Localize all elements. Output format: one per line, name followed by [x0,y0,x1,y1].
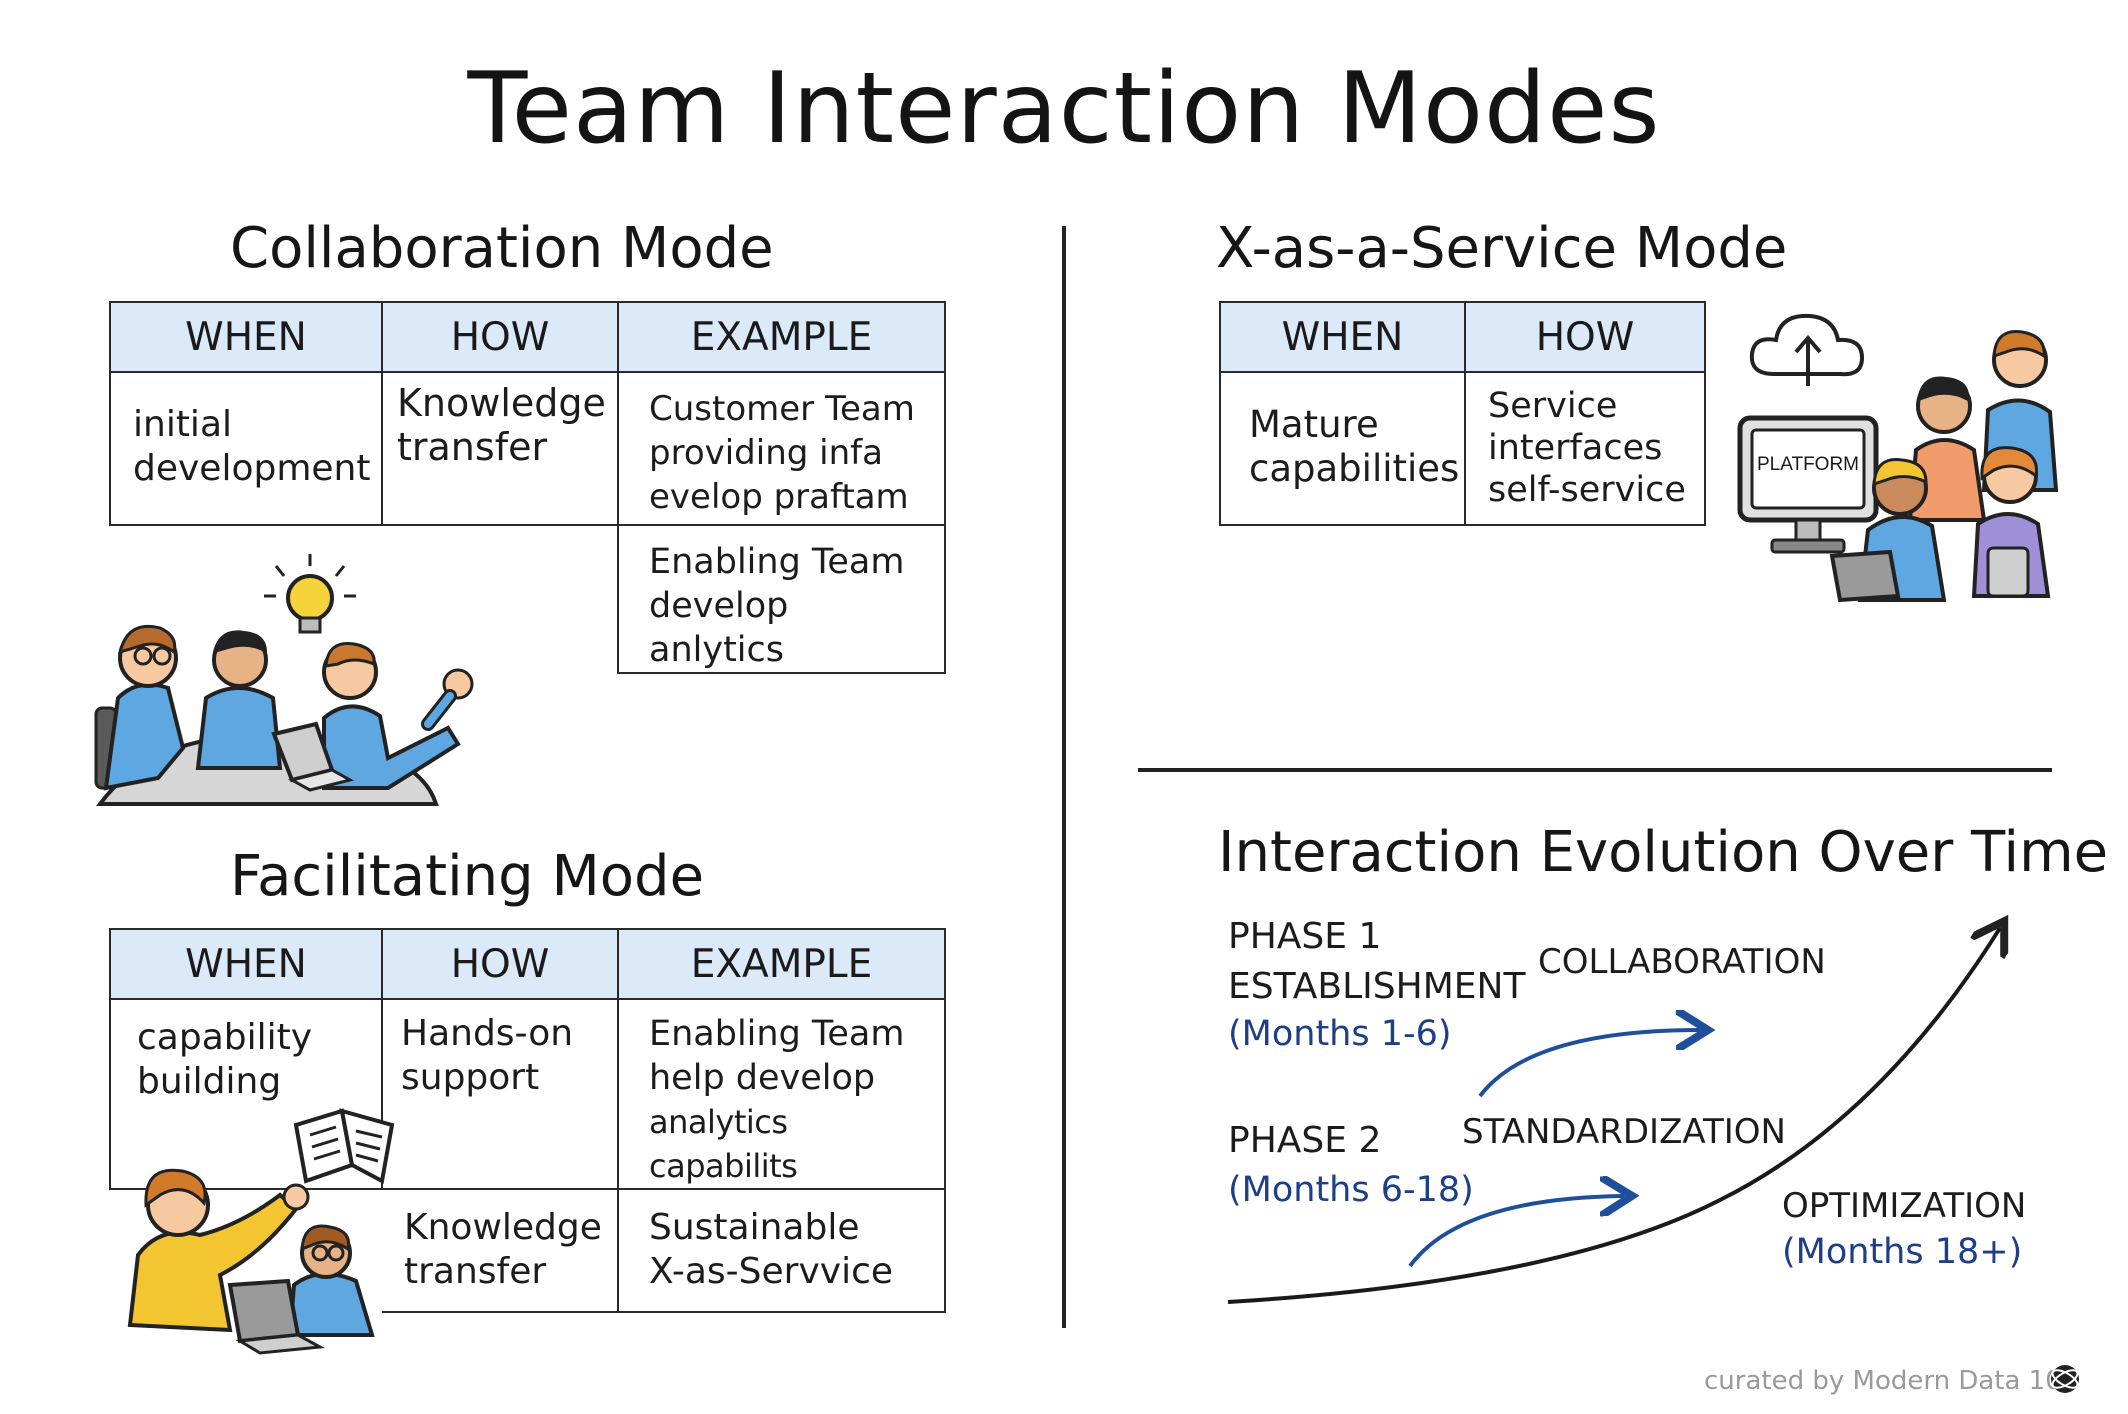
xaas-how-cell: Service interfaces self-service [1464,371,1706,526]
laptop-icon [227,1278,325,1355]
facil-how2-line: Knowledge [404,1207,602,1248]
collab-example-line: Customer Team [649,389,915,429]
phase1-months: (Months 1-6) [1228,1014,1452,1054]
xaas-how-line: interfaces [1488,428,1663,468]
facil-example-line: Enabling Team [649,1014,905,1054]
facil-header-when: WHEN [109,928,383,1000]
page-title: Team Interaction Modes [467,52,1661,166]
xaas-when-line: capabilities [1249,447,1460,490]
collab-how-line: Knowledge [397,381,606,425]
facil-when-cell: capability building [109,998,383,1190]
person-mentor [127,1168,310,1333]
xaas-when-cell: Mature capabilities [1219,371,1466,526]
facil-example2-line: Sustainable [649,1207,860,1248]
collaboration-arrow [1478,1030,1700,1098]
evolution-curve [1227,900,2060,1304]
collaboration-team-illustration [94,554,474,806]
facilitating-illustration [127,1108,395,1355]
person-middle [195,630,283,770]
collab-header-example: EXAMPLE [617,301,946,373]
phase2-label: PHASE 2 [1228,1120,1382,1161]
facilitating-table: WHEN HOW EXAMPLE capability building Han… [109,928,946,1313]
facil-example-cell: Enabling Team help develop analytics cap… [617,998,946,1190]
collab-when-cell: initial development [109,371,383,526]
evolution-heading: Interaction Evolution Over Time [1218,820,2109,885]
facil-header-how: HOW [381,928,619,1000]
book-icon [293,1108,395,1185]
xaas-how-line: self-service [1488,470,1686,510]
standardization-label: STANDARDIZATION [1462,1112,1786,1152]
laptop-icon [1829,549,1901,603]
xaas-when-line: Mature [1249,403,1379,446]
horizontal-divider [1138,768,2052,772]
facil-how2-cell: Knowledge transfer [382,1188,619,1313]
facil-how2-line: transfer [404,1251,547,1292]
collab-example-cell: Customer Team providing infa evelop praf… [617,371,946,526]
platform-label: PLATFORM [1757,454,1859,475]
xaas-header-how: HOW [1464,301,1706,373]
collaboration-table: WHEN HOW EXAMPLE initial development Kno… [109,301,946,674]
collab-example-line: providing infa [649,433,883,473]
facil-how-line: support [401,1057,540,1098]
collab-when-line: development [133,448,371,489]
xaas-how-line: Service [1488,386,1618,426]
facil-example-line: analytics capabilits [649,1103,798,1185]
monitor-icon: PLATFORM [1737,415,1879,554]
facil-how-line: Hands-on [401,1013,574,1054]
globe-icon [2051,1365,2079,1393]
optimization-months: (Months 18+) [1782,1232,2023,1272]
collab-example-line: evelop praftam [649,477,909,517]
facil-when-line: capability [137,1017,313,1058]
collab-how-cell: Knowledge transfer [381,371,619,526]
collaboration-heading: Collaboration Mode [230,216,774,281]
collab-header-when: WHEN [109,301,383,373]
growth-arrow [1227,928,2000,1304]
phase1-label: PHASE 1 [1228,916,1382,957]
facil-when-line: building [137,1061,282,1102]
xaas-table: WHEN HOW Mature capabilities Service int… [1219,301,1706,526]
phase2-months: (Months 6-18) [1228,1170,1474,1210]
platform-illustration: PLATFORM [1737,313,2059,603]
collab-when-line: initial [133,404,232,445]
collab-example2-line: develop anlytics [649,586,789,670]
cloud-upload-icon [1749,313,1865,386]
collab-how-line: transfer [397,425,548,469]
tablet-icon [1986,546,2030,598]
person-learner [287,1224,375,1337]
collab-header-how: HOW [381,301,619,373]
facil-example2-cell: Sustainable X-as-Servvice [617,1188,946,1313]
phase1-name: ESTABLISHMENT [1228,966,1526,1007]
person-orange [1907,376,1987,522]
facil-example2-line: X-as-Servvice [649,1251,894,1292]
xaas-header-when: WHEN [1219,301,1466,373]
person-left [94,625,186,791]
facil-example-line: help develop [649,1058,876,1098]
credit-text: curated by Modern Data 101 [1704,1366,2079,1396]
collaboration-label: COLLABORATION [1538,942,1826,982]
facil-header-example: EXAMPLE [617,928,946,1000]
collab-example2-cell: Enabling Team develop anlytics [617,524,946,674]
facilitating-heading: Facilitating Mode [230,844,705,909]
optimization-label: OPTIMIZATION [1782,1186,2027,1226]
person-right [322,641,474,790]
laptop-icon [271,721,355,792]
lightbulb-icon [264,554,356,634]
standardization-arrow [1408,1196,1624,1268]
collab-example2-line: Enabling Team [649,542,905,582]
xaas-heading: X-as-a-Service Mode [1216,216,1788,281]
vertical-divider [1062,226,1066,1328]
facil-how-cell: Hands-on support [381,998,619,1190]
